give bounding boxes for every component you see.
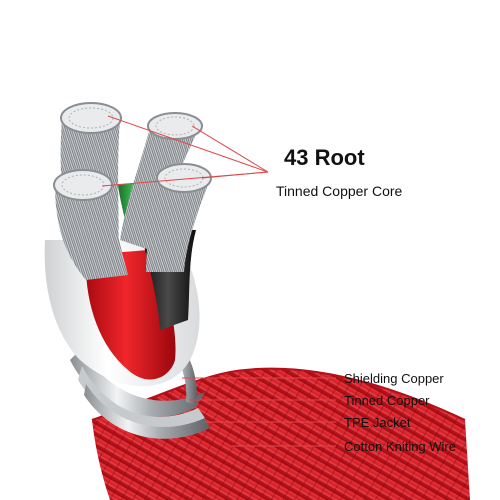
leader-lines-core — [101, 115, 269, 187]
layer-label-tinned-copper: Tinned Copper — [344, 393, 430, 408]
copper-strands — [55, 120, 210, 280]
core-count-title: 43 Root — [284, 145, 365, 170]
layer-label-cotton-kniting-wire: Cotton Kniting Wire — [344, 439, 456, 454]
layer-label-shielding-copper: Shielding Copper — [344, 371, 444, 386]
shielding-rings — [70, 330, 210, 439]
layer-label-tpe-jacket: TPE Jacket — [344, 415, 411, 430]
core-material-label: Tinned Copper Core — [276, 183, 403, 199]
strand-end-faces — [53, 102, 212, 201]
leader-lines-layers — [182, 377, 336, 447]
